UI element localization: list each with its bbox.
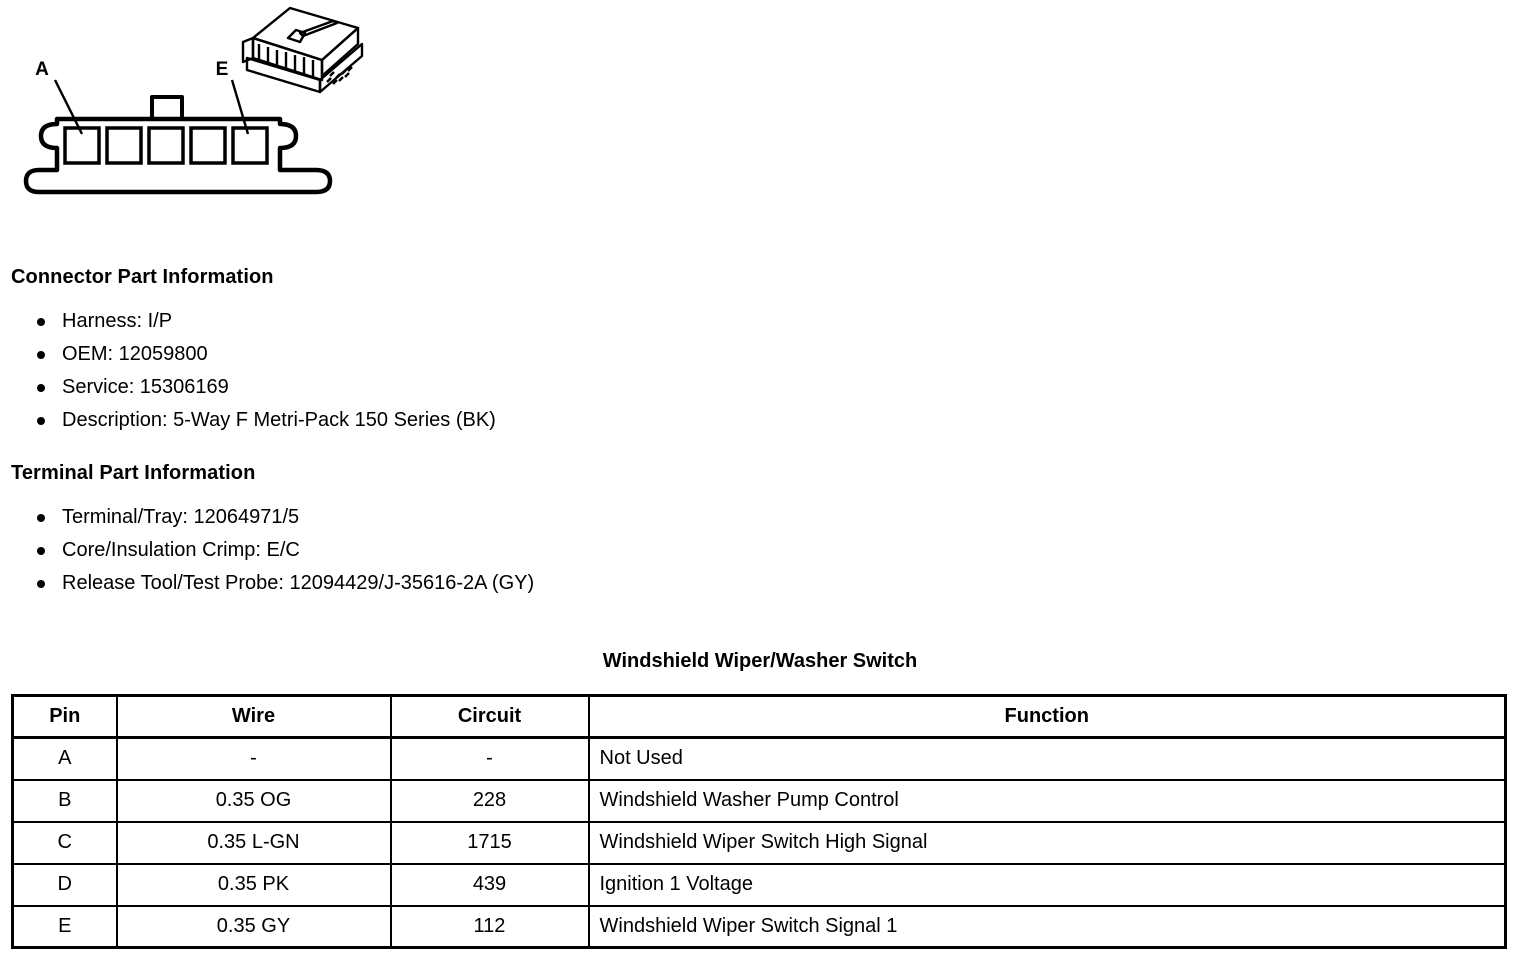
leader-line-a: [53, 79, 84, 135]
bullet-icon: [37, 318, 45, 326]
table-row: D 0.35 PK 439 Ignition 1 Voltage: [11, 862, 1507, 907]
pin-callout-leaders: [53, 79, 250, 135]
cell-function: Windshield Wiper Switch High Signal: [587, 820, 1507, 865]
cavity-a: [63, 126, 101, 165]
bullet-icon: [37, 417, 45, 425]
connector-part-information-heading: Connector Part Information: [11, 266, 274, 288]
pin-table: Pin Wire Circuit Function A - - Not Used…: [11, 694, 1507, 949]
bullet-icon: [37, 547, 45, 555]
list-item: OEM: 12059800: [11, 338, 496, 371]
cell-circuit: 1715: [389, 820, 590, 865]
pin-table-container: Pin Wire Circuit Function A - - Not Used…: [11, 694, 1507, 949]
list-item-label: OEM: 12059800: [62, 343, 208, 365]
connector-face-view: [23, 95, 333, 195]
pin-callout-label-e: E: [216, 59, 229, 80]
table-row: E 0.35 GY 112 Windshield Wiper Switch Si…: [11, 904, 1507, 949]
list-item: Harness: I/P: [11, 305, 496, 338]
connector-illustration: A E: [0, 0, 1520, 250]
table-row: C 0.35 L-GN 1715 Windshield Wiper Switch…: [11, 820, 1507, 865]
column-header-wire: Wire: [115, 694, 392, 739]
cavity-c: [147, 126, 185, 165]
cell-wire: 0.35 PK: [115, 862, 392, 907]
cell-circuit: 228: [389, 778, 590, 823]
list-item: Terminal/Tray: 12064971/5: [11, 501, 534, 534]
connector-part-information-section: Connector Part Information Harness: I/P …: [11, 266, 496, 437]
connector-part-information-list: Harness: I/P OEM: 12059800 Service: 1530…: [11, 305, 496, 437]
cell-wire: 0.35 OG: [115, 778, 392, 823]
cell-function: Windshield Wiper Switch Signal 1: [587, 904, 1507, 949]
list-item-label: Harness: I/P: [62, 310, 173, 332]
list-item-label: Terminal/Tray: 12064971/5: [62, 506, 300, 528]
cell-pin: A: [11, 736, 118, 781]
list-item-label: Release Tool/Test Probe: 12094429/J-3561…: [62, 572, 535, 594]
cell-function: Windshield Washer Pump Control: [587, 778, 1507, 823]
terminal-part-information-section: Terminal Part Information Terminal/Tray:…: [11, 462, 534, 600]
cavity-d: [189, 126, 227, 165]
cell-circuit: 439: [389, 862, 590, 907]
cell-pin: B: [11, 778, 118, 823]
list-item: Release Tool/Test Probe: 12094429/J-3561…: [11, 567, 534, 600]
leader-line-e: [230, 79, 250, 135]
cavity-e: [231, 126, 269, 165]
terminal-part-information-list: Terminal/Tray: 12064971/5 Core/Insulatio…: [11, 501, 534, 600]
bullet-icon: [37, 384, 45, 392]
pin-callout-label-a: A: [35, 59, 49, 80]
column-header-circuit: Circuit: [389, 694, 590, 739]
bullet-icon: [37, 514, 45, 522]
bullet-icon: [37, 580, 45, 588]
column-header-function: Function: [587, 694, 1507, 739]
table-header-row: Pin Wire Circuit Function: [11, 694, 1507, 739]
table-row: B 0.35 OG 228 Windshield Washer Pump Con…: [11, 778, 1507, 823]
bullet-icon: [37, 351, 45, 359]
cell-wire: 0.35 L-GN: [115, 820, 392, 865]
table-row: A - - Not Used: [11, 736, 1507, 781]
column-header-pin: Pin: [11, 694, 118, 739]
list-item: Service: 15306169: [11, 371, 496, 404]
pin-table-title: Windshield Wiper/Washer Switch: [602, 650, 918, 672]
list-item-label: Description: 5-Way F Metri-Pack 150 Seri…: [62, 409, 496, 431]
cell-wire: -: [115, 736, 392, 781]
cavity-b: [105, 126, 143, 165]
list-item: Core/Insulation Crimp: E/C: [11, 534, 534, 567]
cell-pin: C: [11, 820, 118, 865]
cell-pin: D: [11, 862, 118, 907]
cell-wire: 0.35 GY: [115, 904, 392, 949]
cell-function: Not Used: [587, 736, 1507, 781]
list-item-label: Service: 15306169: [62, 376, 229, 398]
list-item-label: Core/Insulation Crimp: E/C: [62, 539, 300, 561]
list-item: Description: 5-Way F Metri-Pack 150 Seri…: [11, 404, 496, 437]
cell-function: Ignition 1 Voltage: [587, 862, 1507, 907]
connector-isometric-view: [241, 6, 364, 94]
cell-pin: E: [11, 904, 118, 949]
terminal-part-information-heading: Terminal Part Information: [11, 462, 256, 484]
cell-circuit: -: [389, 736, 590, 781]
cell-circuit: 112: [389, 904, 590, 949]
